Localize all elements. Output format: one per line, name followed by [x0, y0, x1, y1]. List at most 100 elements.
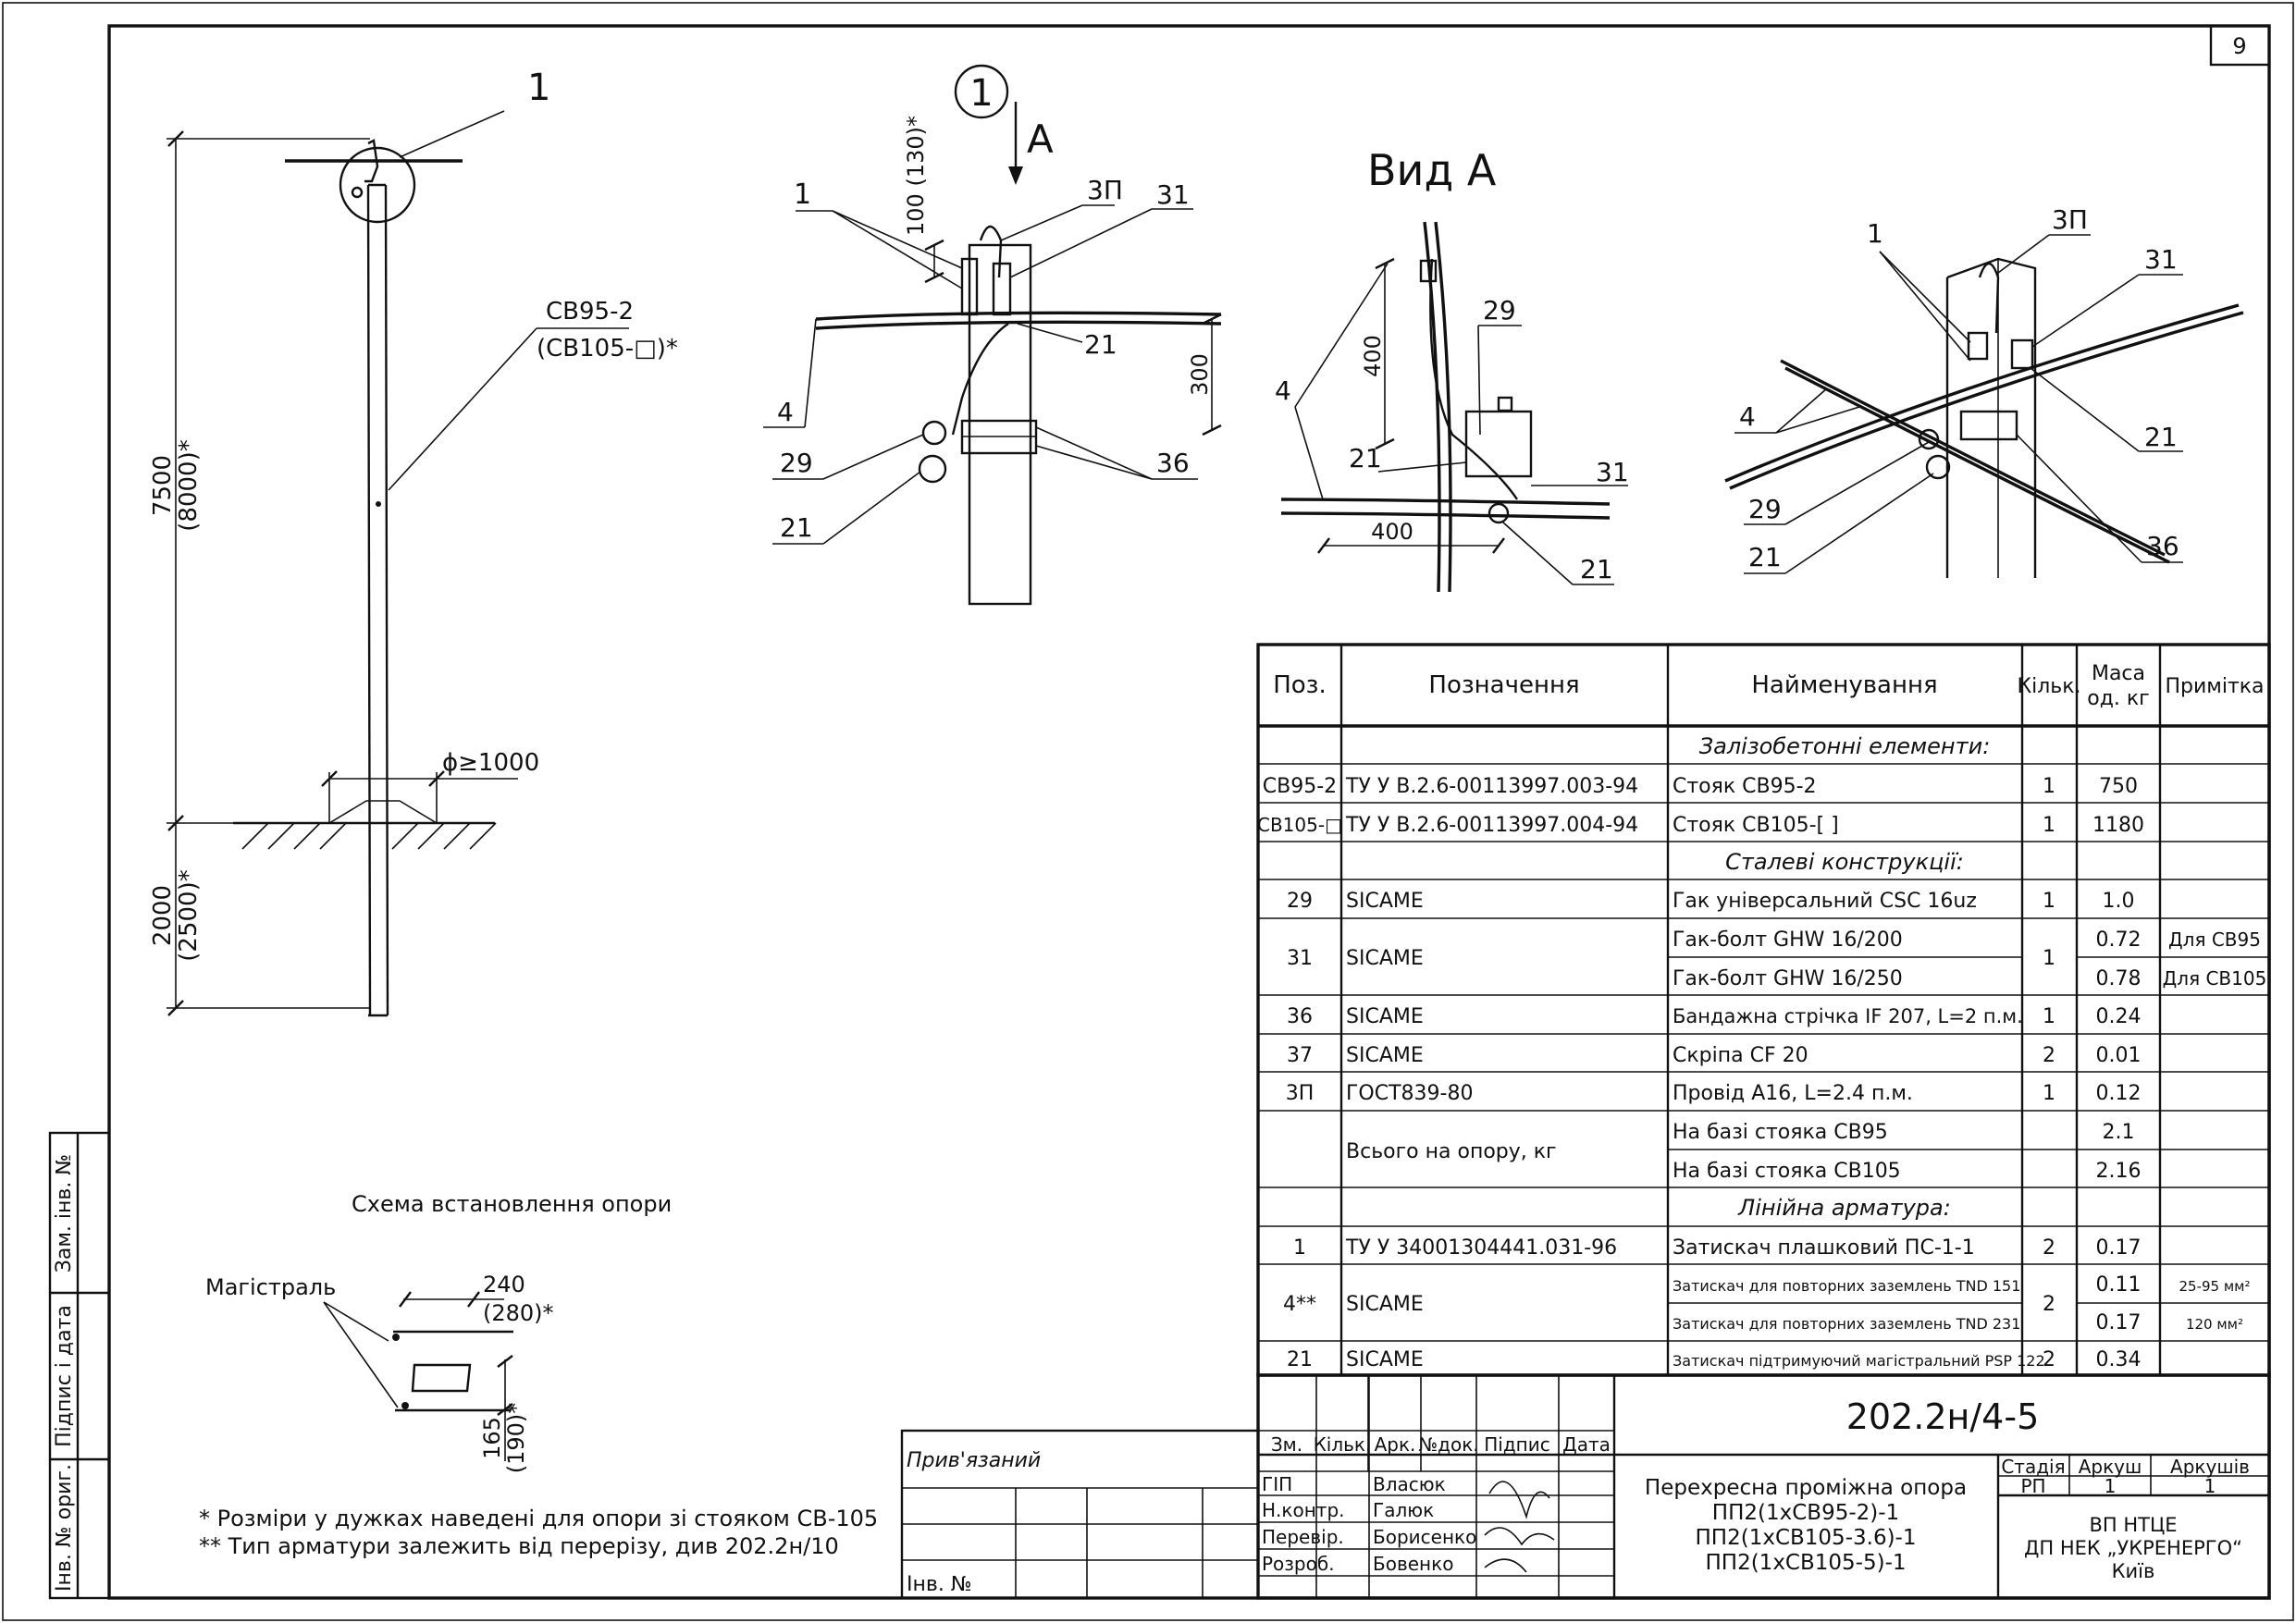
cell-4-pos: 4**: [1283, 1293, 1316, 1316]
cell-4-name-b: Затискач для повторних заземлень TND 231: [1673, 1315, 2020, 1333]
name-gip: Власюк: [1373, 1473, 1446, 1495]
inv-label: Інв. №: [907, 1573, 972, 1596]
spec-table: Поз. Позначення Найменування Кільк. Маса…: [1256, 643, 2271, 1377]
iso-callout-4: 4: [1739, 401, 1756, 432]
title-line-4: ПП2(1хСВ105-5)-1: [1705, 1551, 1906, 1575]
cell-sv95-qty: 1: [2043, 775, 2055, 798]
iso-callout-21b: 21: [1748, 542, 1782, 572]
d1-callout-21b: 21: [780, 512, 813, 543]
cell-36-mass: 0.24: [2096, 1005, 2142, 1028]
stamp-sign-date: Підпис і дата: [53, 1305, 76, 1447]
detail-dim-top: 100 (130)*: [903, 116, 929, 236]
cell-31-name-a: Гак-болт GHW 16/200: [1673, 928, 1903, 952]
cell-4-note-a: 25-95 мм²: [2179, 1278, 2251, 1295]
scheme-title: Схема встановлення опори: [352, 1191, 672, 1217]
sheets-total-value: 1: [2204, 1475, 2216, 1497]
cell-3p-qty: 1: [2043, 1082, 2055, 1105]
cell-36-code: SICAME: [1346, 1005, 1424, 1028]
cell-1-pos: 1: [1293, 1236, 1306, 1260]
dim-height: 7500: [149, 455, 177, 516]
th-qty: Кільк.: [2017, 675, 2080, 698]
sheet-number-box: [2209, 24, 2271, 67]
va-callout-21b: 21: [1580, 554, 1613, 584]
cell-1-name: Затискач плашковий ПС-1-1: [1673, 1236, 1975, 1260]
cell-29-name: Гак універсальний CSC 16uz: [1673, 890, 1977, 913]
iso-callout-36: 36: [2146, 531, 2179, 561]
side-stamp: Зам. інв. № Підпис і дата Інв. № ориг.: [48, 1131, 111, 1600]
cell-sv105-name: Стояк СВ105-[ ]: [1673, 814, 1839, 837]
role-nkontr: Н.контр.: [1262, 1499, 1345, 1521]
cell-37-qty: 2: [2043, 1044, 2055, 1067]
detail-circle-label: 1: [969, 72, 993, 115]
th-designation: Позначення: [1428, 671, 1579, 699]
cell-31-code: SICAME: [1346, 947, 1424, 970]
title-block: Прив'язаний Інв. № Зм. Кільк. Арк. №док.…: [900, 1373, 2271, 1600]
detail-1: 1 A 100 (130)* 300 1 3П 31: [763, 64, 1222, 606]
cell-sv105-mass: 1180: [2092, 814, 2144, 837]
d1-callout-3p: 3П: [1087, 175, 1123, 205]
stamp-orig-inv: Інв. № ориг.: [53, 1464, 76, 1592]
cell-4-code: SICAME: [1346, 1293, 1424, 1316]
cell-31-pos: 31: [1287, 947, 1313, 970]
cell-29-qty: 1: [2043, 890, 2055, 913]
iso-callout-31: 31: [2144, 244, 2178, 275]
th-note: Примітка: [2165, 675, 2264, 698]
role-gip: ГІП: [1262, 1473, 1292, 1495]
cell-4-mass-b: 0.17: [2096, 1311, 2142, 1334]
cell-total-a: На базі стояка СВ95: [1673, 1121, 1888, 1144]
role-rozrob: Розроб.: [1262, 1553, 1335, 1575]
view-arrow-label: A: [1027, 117, 1054, 162]
scheme-dim-240: 240: [483, 1272, 525, 1297]
org-line-1: ВП НТЦЕ: [2089, 1514, 2177, 1536]
sheet-number: 9: [2232, 33, 2246, 59]
view-a: Вид А 400 400 29 4 21 31 21: [1275, 145, 1629, 593]
section-steel: Сталеві конструкції:: [1725, 849, 1964, 875]
d1-callout-29: 29: [780, 448, 813, 478]
cell-37-name: Скріпа CF 20: [1673, 1044, 1808, 1067]
installation-scheme: Схема встановлення опори Магістраль 240 …: [205, 1191, 672, 1473]
cell-21-pos: 21: [1287, 1348, 1313, 1371]
signature-1: [1488, 1481, 1550, 1519]
d1-callout-31: 31: [1156, 179, 1190, 210]
org-line-2: ДП НЕК „УКРЕНЕРГО“: [2024, 1537, 2242, 1559]
rev-h-date: Дата: [1562, 1433, 1611, 1456]
rev-h-zm: Зм.: [1271, 1433, 1302, 1456]
cell-sv95-name: Стояк СВ95-2: [1673, 775, 1817, 798]
cell-37-pos: 37: [1287, 1044, 1313, 1067]
view-a-title: Вид А: [1367, 145, 1497, 195]
cell-total-b: На базі стояка СВ105: [1673, 1160, 1901, 1183]
pole-label-sv105: (СВ105-□)*: [537, 335, 678, 363]
d1-callout-21a: 21: [1084, 329, 1117, 360]
stage-value: РП: [2020, 1475, 2045, 1497]
cell-4-mass-a: 0.11: [2096, 1273, 2142, 1297]
cell-29-pos: 29: [1287, 890, 1313, 913]
iso-callout-21a: 21: [2144, 422, 2178, 452]
cell-37-mass: 0.01: [2096, 1044, 2142, 1067]
cell-21-name: Затискач підтримуючий магістральний PSP …: [1673, 1352, 2045, 1370]
org-line-3: Київ: [2112, 1560, 2155, 1582]
title-line-2: ПП2(1хСВ95-2)-1: [1712, 1501, 1899, 1525]
cell-31-mass-a: 0.72: [2096, 928, 2142, 952]
th-mass-2: од. кг: [2087, 687, 2150, 710]
cell-31-name-b: Гак-болт GHW 16/250: [1673, 967, 1903, 990]
th-name: Найменування: [1751, 671, 1937, 699]
cell-sv95-code: ТУ У В.2.6-00113997.003-94: [1345, 775, 1638, 798]
d1-callout-36: 36: [1156, 448, 1190, 478]
cell-1-qty: 2: [2043, 1236, 2055, 1260]
cell-36-qty: 1: [2043, 1005, 2055, 1028]
signature-2: [1484, 1527, 1555, 1546]
cell-29-code: SICAME: [1346, 890, 1424, 913]
scheme-dim-280: (280)*: [483, 1300, 554, 1326]
role-perevir: Перевір.: [1262, 1526, 1344, 1548]
dim-diameter: ϕ≥1000: [442, 749, 539, 777]
iso-callout-3p: 3П: [2052, 204, 2088, 235]
detail-dim-300: 300: [1187, 353, 1213, 396]
name-perevir: Борисенко: [1373, 1526, 1476, 1548]
th-pos: Поз.: [1273, 671, 1327, 699]
cell-total-b-mass: 2.16: [2096, 1160, 2142, 1183]
rev-h-qty: Кільк.: [1314, 1433, 1372, 1456]
cell-sv105-pos: СВ105-□: [1257, 814, 1342, 836]
linked-label: Прив'язаний: [907, 1449, 1041, 1472]
pole-label-sv95: СВ95-2: [546, 298, 634, 326]
rev-h-sheet: Арк.: [1375, 1433, 1416, 1456]
